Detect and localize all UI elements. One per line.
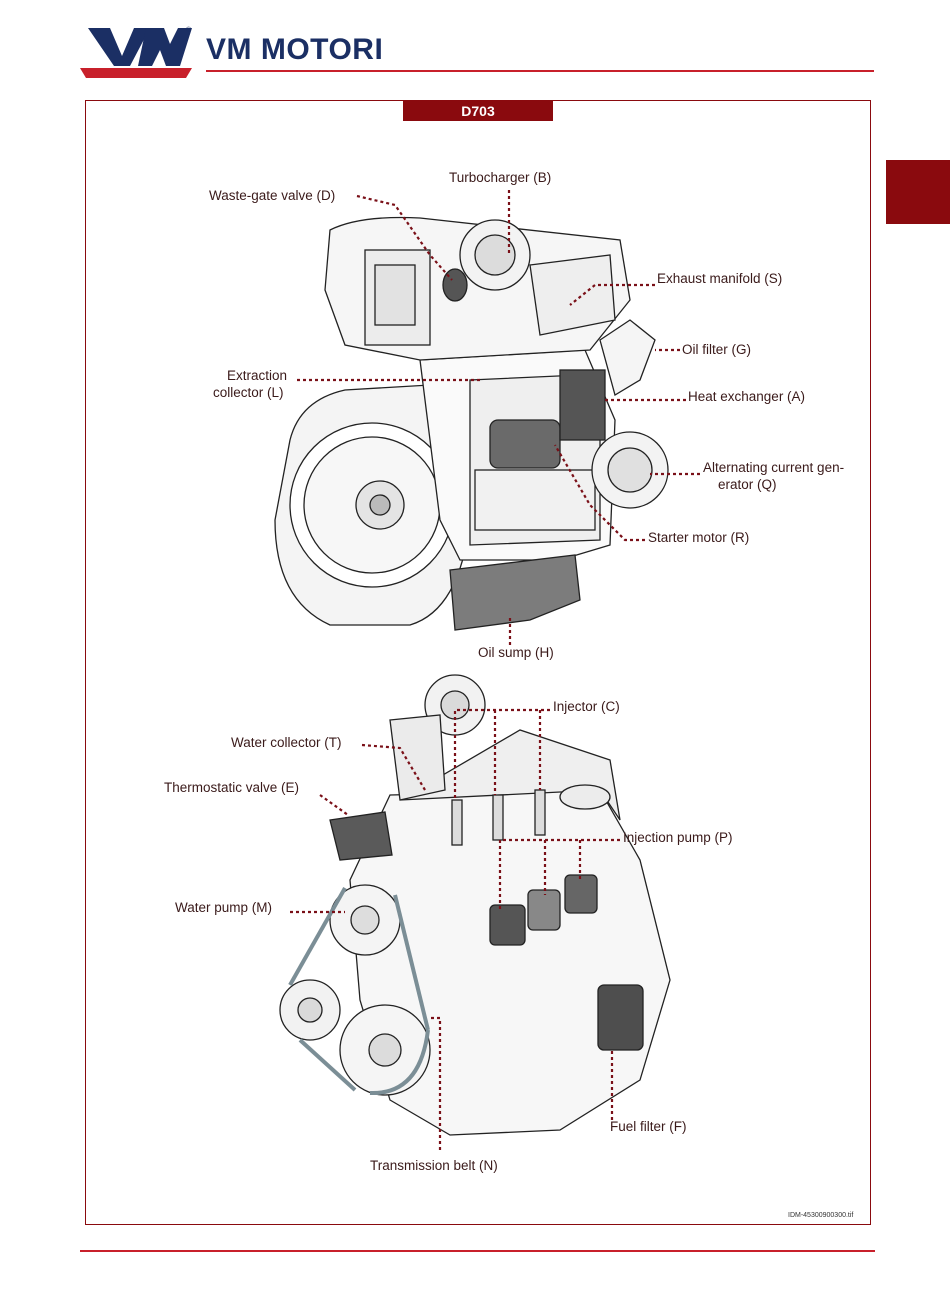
figure-frame [85,100,871,1225]
label-oil-sump: Oil sump (H) [478,645,554,660]
lower-engine-drawing [279,674,671,1136]
label-fuel-filter: Fuel filter (F) [610,1119,687,1134]
label-water-pump: Water pump (M) [175,900,273,915]
vm-logo: ® [80,26,192,78]
upper-engine-drawing [274,216,669,631]
label-waste-gate-valve: Waste-gate valve (D) [209,188,336,203]
section-tab [886,160,950,224]
label-injector: Injector (C) [553,699,620,714]
brand-name: VM MOTORI [206,33,384,66]
transmission-belt [288,887,430,1096]
label-thermostatic-valve: Thermostatic valve (E) [164,780,300,795]
footer-rule [80,1250,875,1252]
label-alternator-line1: Alternating current gen- [703,460,845,475]
label-heat-exchanger: Heat exchanger (A) [688,389,806,404]
header-rule [206,70,874,72]
label-water-collector: Water collector (T) [231,735,342,750]
label-turbocharger: Turbocharger (B) [449,170,552,185]
label-transmission-belt: Transmission belt (N) [370,1158,498,1173]
label-starter-motor: Starter motor (R) [648,530,750,545]
model-title: D703 [403,101,553,121]
label-exhaust-manifold: Exhaust manifold (S) [657,271,783,286]
leader-lines [290,190,700,1150]
label-oil-filter: Oil filter (G) [682,342,751,357]
label-alternator-line2: erator (Q) [718,477,777,492]
label-extraction-line1: Extraction [227,368,288,383]
label-extraction-line2: collector (L) [213,385,284,400]
svg-text:®: ® [186,26,192,34]
image-reference-code: IDM-45300900300.tif [788,1212,854,1219]
label-injection-pump: Injection pump (P) [623,830,733,845]
